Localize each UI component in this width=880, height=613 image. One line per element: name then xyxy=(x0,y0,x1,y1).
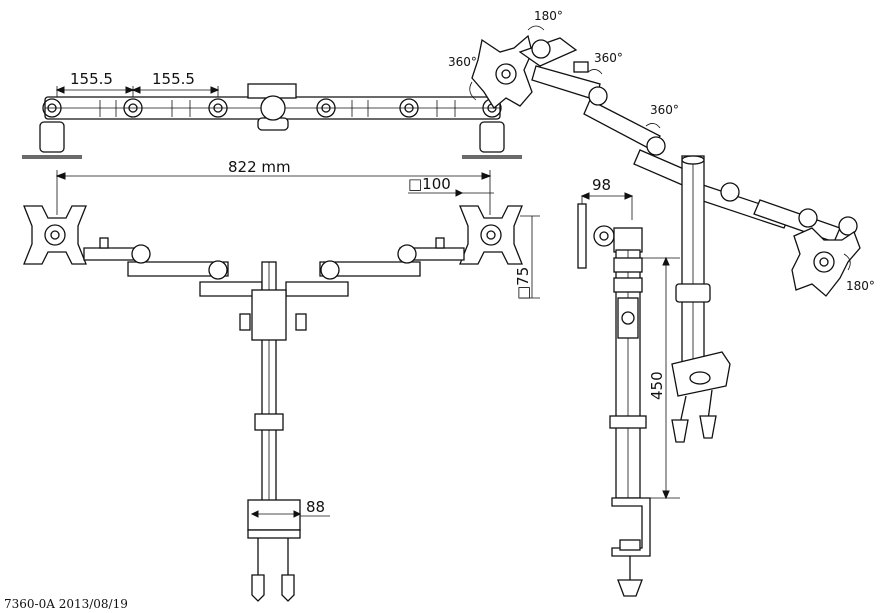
side-view: 98 450 xyxy=(577,176,680,597)
top-view: 155.5 155.5 xyxy=(22,70,522,159)
drawing-code-date: 7360-0A 2013/08/19 xyxy=(4,597,128,611)
isometric-view: 180° 360° 360° 360° 180° xyxy=(448,9,875,443)
side-depth-dim: 98 xyxy=(592,176,611,194)
rotation-label-mid1: 360° xyxy=(594,51,623,65)
rotation-label-right: 180° xyxy=(846,279,875,293)
rotation-label-left: 360° xyxy=(448,55,477,69)
front-view: 822 mm □100 □75 xyxy=(23,158,540,602)
vesa-vertical-dim: □75 xyxy=(514,267,532,300)
rotation-label-top: 180° xyxy=(534,9,563,23)
front-width-label: 822 mm xyxy=(228,158,291,176)
pole-height-dim: 450 xyxy=(648,371,666,400)
top-dim-left: 155.5 xyxy=(70,70,113,88)
top-dim-right: 155.5 xyxy=(152,70,195,88)
clamp-width-dim: 88 xyxy=(306,498,325,516)
vesa-horizontal-dim: □100 xyxy=(408,175,451,193)
rotation-label-mid2: 360° xyxy=(650,103,679,117)
